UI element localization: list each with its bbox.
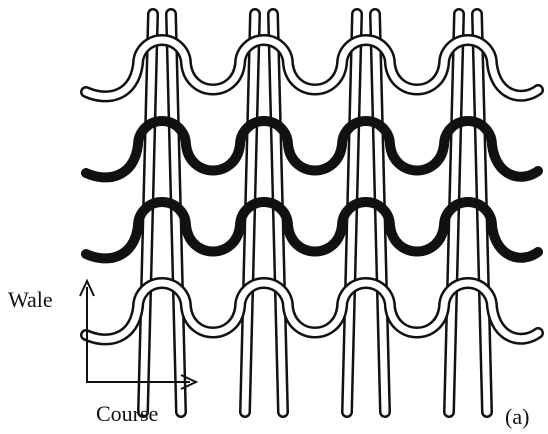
knit-loop-structure — [86, 14, 538, 412]
panel-label: (a) — [505, 404, 529, 429]
wale-label: Wale — [8, 287, 53, 312]
course-label: Course — [96, 401, 158, 426]
